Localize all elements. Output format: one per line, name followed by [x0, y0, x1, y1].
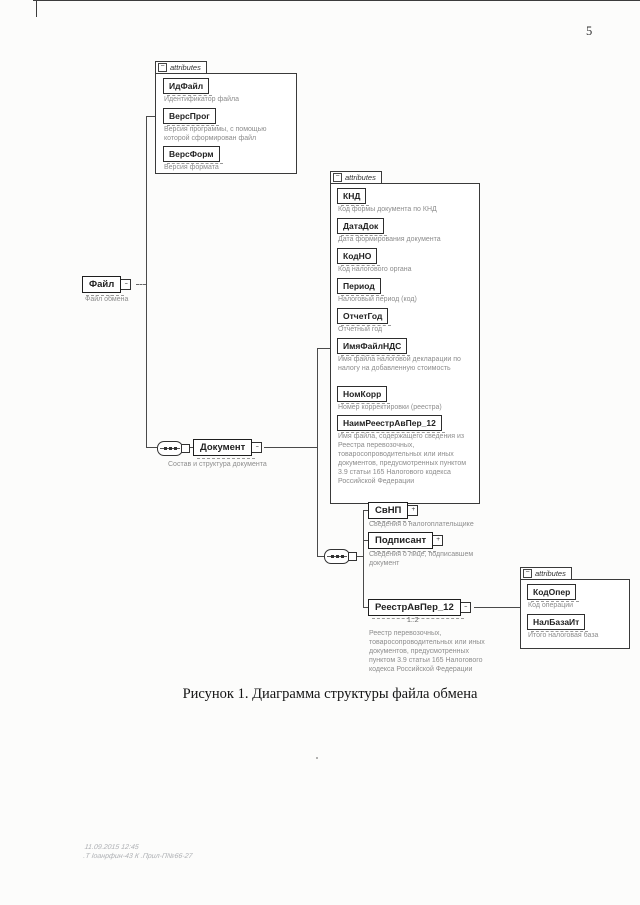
element-svnp-desc: Сведения о налогоплательщике	[369, 521, 474, 528]
connector	[363, 510, 368, 511]
attribute-period-desc: Налоговый период (код)	[338, 296, 417, 303]
element-document: Документ --	[193, 439, 263, 459]
connector	[146, 447, 157, 448]
page-number: 5	[586, 24, 593, 38]
element-podpisant-desc: Сведения о лице, подписавшем документ	[369, 551, 474, 567]
attribute-nalbazait: НалБазаИт	[527, 614, 589, 632]
attribute-imyafaylnds-desc: Имя файла налоговой декларации по налогу…	[338, 356, 461, 372]
attribute-nomkorr: НомКорр	[337, 386, 391, 404]
attribute-kodno-desc: Код налогового органа	[338, 266, 412, 273]
attribute-period: Период	[337, 278, 384, 296]
expand-icon: --	[251, 442, 263, 453]
figure-caption: Рисунок 1. Диаграмма структуры файла обм…	[182, 686, 478, 702]
sequence-connector-icon	[181, 444, 190, 453]
sequence-connector-icon	[348, 552, 357, 561]
connector	[363, 510, 364, 607]
element-reestr: РеестрАвПер_12 --	[368, 599, 471, 619]
connector	[146, 116, 155, 117]
sequence-icon	[157, 441, 183, 456]
attribute-naimreestr: НаимРеестрАвПер_12	[337, 415, 445, 433]
connector	[188, 447, 193, 448]
element-file-desc: Файл обмена	[85, 296, 129, 303]
connector	[317, 348, 318, 557]
document-attributes-tab: − attributes	[330, 171, 382, 184]
footer-stamp: 11.09.2015 12:45 .Т Iоанрфин-43 К .Прил-…	[83, 843, 195, 861]
connector	[136, 284, 146, 285]
attribute-datadok-desc: Дата формирования документа	[338, 236, 441, 243]
element-document-desc: Состав и структура документа	[168, 461, 267, 468]
connector	[264, 447, 317, 448]
attribute-datadok: ДатаДок	[337, 218, 388, 236]
attribute-nomkorr-desc: Номер корректировки (реестра)	[338, 404, 442, 411]
attribute-knd-desc: Код формы документа по КНД	[338, 206, 437, 213]
expand-icon: +	[432, 535, 444, 546]
attribute-kodoper: КодОпер	[527, 584, 580, 602]
attribute-kodno: КодНО	[337, 248, 381, 266]
element-svnp-name: СвНП	[368, 502, 412, 522]
scan-border-top	[33, 0, 640, 1]
connector	[474, 607, 520, 608]
attribute-idfile: ИдФайл	[163, 78, 213, 96]
attribute-nalbazait-desc: Итого налоговая база	[528, 632, 599, 639]
file-attributes-tab: − attributes	[155, 61, 207, 74]
cardinality-label: 1..2	[407, 617, 419, 624]
reestr-attributes-tab: − attributes	[520, 567, 572, 580]
element-podpisant: Подписант +	[368, 532, 444, 552]
element-reestr-name: РеестрАвПер_12	[368, 599, 464, 619]
connector	[317, 556, 324, 557]
expand-icon: +	[407, 505, 419, 516]
attribute-imyafaylnds: ИмяФайлНДС	[337, 338, 411, 356]
attribute-kodoper-desc: Код операции	[528, 602, 574, 609]
connector	[317, 348, 330, 349]
attribute-versform-desc: Версия формата	[164, 164, 219, 171]
attributes-label: attributes	[535, 569, 566, 578]
attribute-knd: КНД	[337, 188, 370, 206]
attributes-label: attributes	[170, 63, 201, 72]
attribute-versform: ВерсФорм	[163, 146, 223, 164]
connector	[355, 556, 363, 557]
sequence-icon	[324, 549, 350, 564]
attribute-versprog: ВерсПрог	[163, 108, 219, 126]
attributes-label: attributes	[345, 173, 376, 182]
element-document-name: Документ	[193, 439, 256, 459]
attribute-otchetgod: ОтчетГод	[337, 308, 392, 326]
connector	[363, 540, 368, 541]
scan-speck	[316, 757, 318, 759]
attribute-naimreestr-desc: Имя файла, содержащего сведения из Реест…	[338, 433, 467, 485]
footer-line1: 11.09.2015 12:45	[84, 844, 140, 851]
scan-tick	[36, 0, 37, 17]
element-file: Файл --	[82, 276, 132, 296]
element-file-name: Файл	[82, 276, 125, 296]
expand-icon: --	[120, 279, 132, 290]
element-svnp: СвНП +	[368, 502, 419, 522]
attribute-versprog-desc: Версия программы, с помощью которой сфор…	[164, 126, 267, 142]
expand-icon: --	[459, 602, 471, 613]
footer-line2: .Т Iоанрфин-43 К .Прил-П№66-27	[82, 853, 193, 860]
collapse-icon: −	[523, 569, 532, 578]
connector	[146, 116, 147, 448]
connector	[363, 607, 368, 608]
collapse-icon: −	[158, 63, 167, 72]
element-reestr-desc: Реестр перевозочных, товаросопроводитель…	[369, 630, 485, 673]
collapse-icon: −	[333, 173, 342, 182]
attribute-idfile-desc: Идентификатор файла	[164, 96, 240, 103]
element-podpisant-name: Подписант	[368, 532, 437, 552]
attribute-otchetgod-desc: Отчетный год	[338, 326, 383, 333]
